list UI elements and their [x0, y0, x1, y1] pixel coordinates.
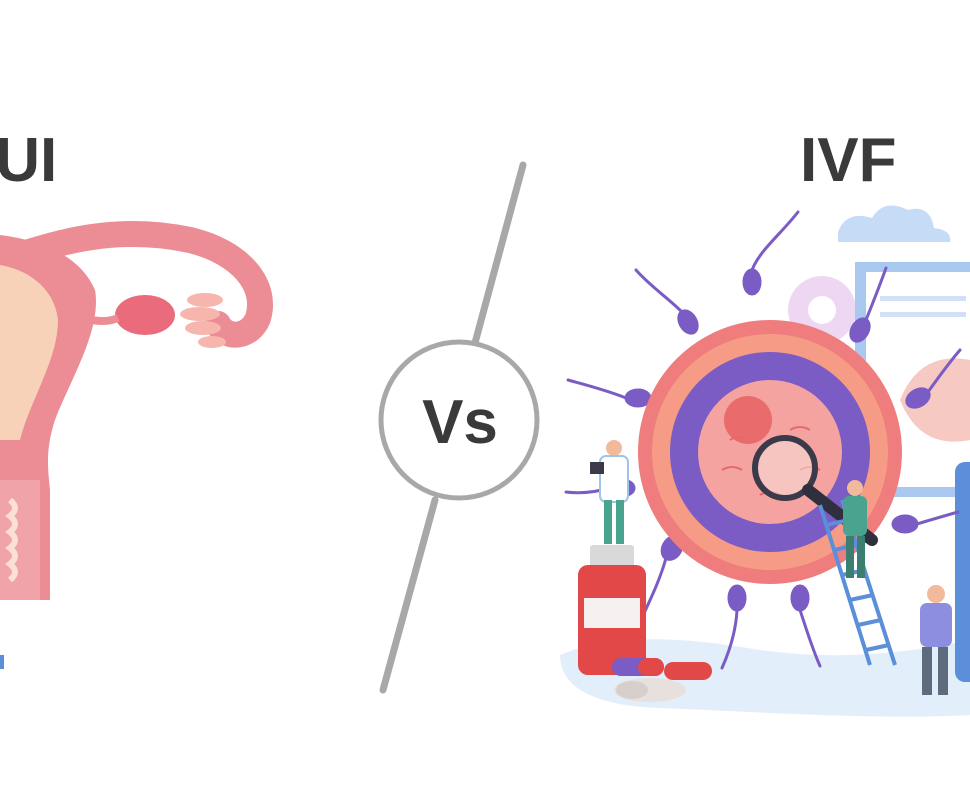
person-standing: [920, 585, 952, 695]
divider: [378, 161, 540, 694]
device: [955, 462, 970, 682]
pill-bottle: [578, 545, 646, 675]
capsules: [612, 658, 712, 702]
cloud: [838, 205, 951, 242]
ivf-illustration: [560, 205, 970, 717]
ivf-title: IVF: [800, 126, 897, 195]
uterus-illustration: [0, 220, 273, 669]
fimbriae: [180, 293, 226, 348]
vs-circle: [378, 339, 540, 501]
cervix: [0, 480, 40, 600]
doctor-on-bottle: [590, 440, 629, 544]
ovary: [115, 295, 175, 335]
vs-label: Vs: [422, 387, 498, 457]
doctor-on-ladder: [843, 480, 867, 578]
sperm-cells: [564, 210, 962, 670]
iui-title: IUI: [0, 126, 58, 195]
